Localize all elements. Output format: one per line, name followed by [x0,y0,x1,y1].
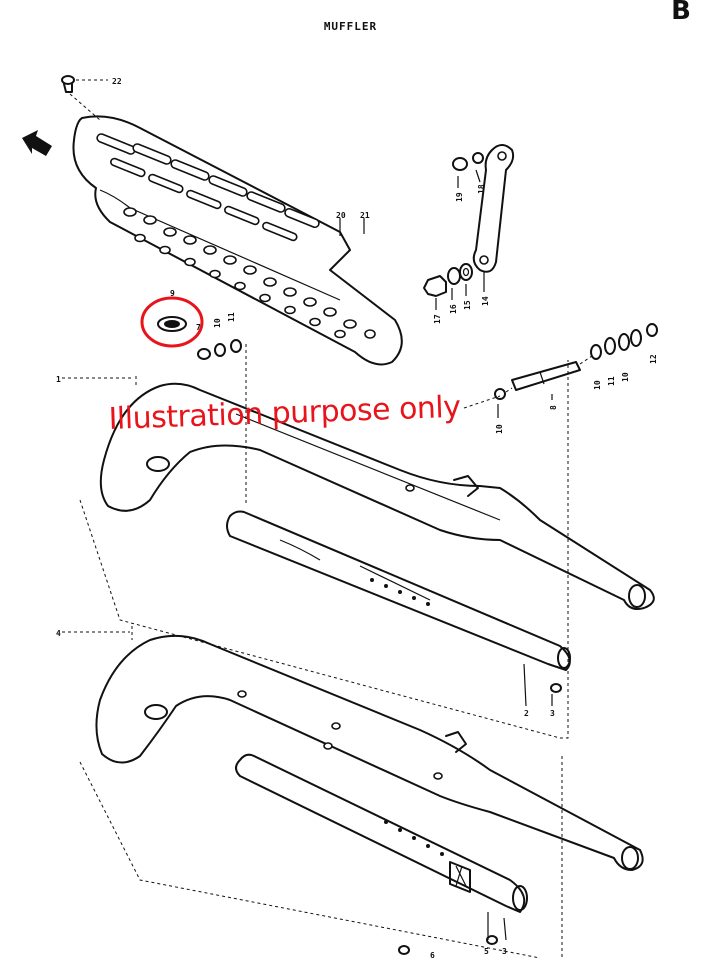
leader-lines [339,169,553,941]
bolt-17-washers[interactable] [423,263,473,297]
tailpipe-2[interactable] [226,510,571,671]
callout-19: 19 [455,192,464,202]
callout-2: 2 [524,709,529,718]
stud-bolt-8[interactable] [494,361,581,400]
callout-22: 22 [112,77,122,86]
callout-7: 7 [196,323,201,332]
callout-17: 17 [433,314,442,324]
tailpipe-5[interactable] [235,753,528,913]
callout-3-lower: 3 [502,947,507,956]
callout-10-left: 10 [213,318,222,328]
callout-1: 1 [56,375,61,384]
callout-9-top: 9 [170,289,175,298]
corner-page-mark: B [671,0,691,26]
nut-10-washer-11-left[interactable] [197,339,242,360]
callout-20: 20 [336,211,346,220]
callout-11-right: 11 [607,376,616,386]
callout-4: 4 [56,629,61,638]
bolt-19-nut-18[interactable] [452,152,484,171]
washers-10-11-10-12[interactable] [590,323,658,360]
bracket-14[interactable] [472,144,515,273]
muffler-1[interactable] [99,382,655,610]
heat-shield-slots [96,133,320,242]
callout-10-far: 10 [621,372,630,382]
callout-11-left: 11 [227,312,236,322]
callout-6: 6 [430,951,435,960]
bolt-3-lower[interactable] [398,935,498,955]
heat-shield[interactable] [72,115,403,366]
red-highlight-circle [140,296,204,348]
callout-3-upper: 3 [550,709,555,718]
callout-15: 15 [463,300,472,310]
heat-shield-holes [123,207,376,339]
callout-10-right: 10 [593,380,602,390]
screw-22[interactable] [61,75,108,121]
callout-21: 21 [360,211,370,220]
page-title: MUFFLER [323,20,378,33]
bolt-3-upper[interactable] [550,683,562,693]
assembly-outlines [62,344,593,959]
part-callouts: 22 20 21 19 18 17 16 15 14 9 7 10 11 10 … [56,77,658,960]
muffler-4[interactable] [95,634,644,871]
callout-8: 8 [549,405,558,410]
front-arrow-icon [22,130,52,156]
callout-14: 14 [481,296,490,306]
callout-12: 12 [649,354,658,364]
callout-5: 5 [484,947,489,956]
callout-18: 18 [477,184,486,194]
rubber-grommet-9[interactable] [157,316,187,332]
callout-16: 16 [449,304,458,314]
callout-10-stud: 10 [495,424,504,434]
